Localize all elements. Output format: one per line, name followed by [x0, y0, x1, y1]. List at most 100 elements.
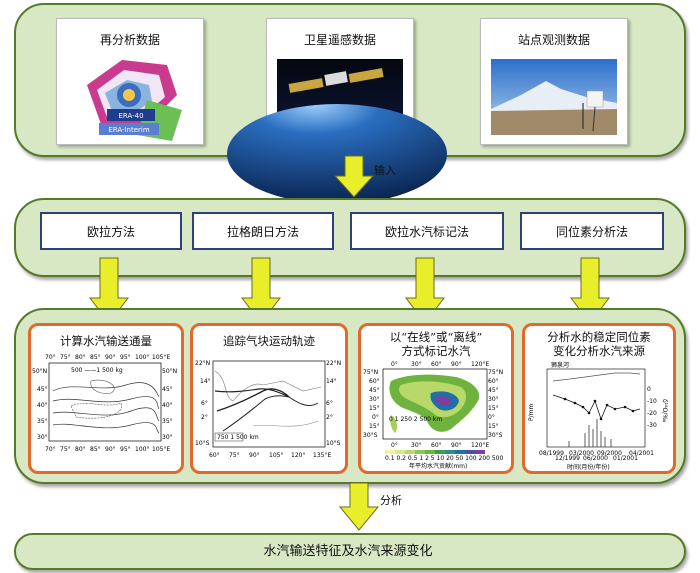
method-isotope[interactable]: 同位素分析法: [520, 212, 664, 250]
method-euler-tagging[interactable]: 欧拉水汽标记法: [350, 212, 504, 250]
reanalysis-logo: ERA-40 ERA-Interim: [87, 60, 182, 141]
svg-text:δ¹⁸O/‰: δ¹⁸O/‰: [661, 399, 668, 422]
svg-text:03/2000: 03/2000: [569, 450, 594, 457]
svg-text:30°: 30°: [369, 396, 380, 403]
svg-text:120°: 120°: [291, 452, 305, 459]
svg-text:105°: 105°: [269, 452, 283, 459]
svg-text:08/1999: 08/1999: [539, 450, 564, 457]
svg-text:30°: 30°: [411, 361, 422, 368]
isotope-chart: 狮泉河 P/mm δ¹⁸O/‰ 0 -10 -20 -30 08/1999 12…: [528, 361, 668, 471]
result-tagging-title-2: 方式标记水汽: [401, 344, 471, 358]
result-flux-title: 计算水汽输送通量: [60, 334, 152, 348]
svg-text:85°: 85°: [90, 446, 101, 453]
svg-text:120°E: 120°E: [471, 442, 489, 449]
svg-text:60°: 60°: [431, 442, 442, 449]
trajectory-map: 22°N 14° 6° 2° 10°S 22°N 14° 6° 2° 10°S …: [195, 360, 341, 459]
svg-text:14°: 14°: [326, 378, 337, 385]
input-label: 输入: [374, 164, 396, 177]
svg-text:0.1 0.2 0.5 1 2 5 10 20 50 100: 0.1 0.2 0.5 1 2 5 10 20 50 100 200 500: [385, 455, 504, 462]
result-tagging[interactable]: 以“在线”或“离线” 方式标记水汽 0° 30° 60° 90° 120°E 7…: [358, 323, 514, 474]
result-flux[interactable]: 计算水汽输送通量 70° 75° 80° 85° 90° 95° 100° 10…: [28, 323, 184, 474]
svg-text:100°: 100°: [135, 354, 149, 361]
reanalysis-title: 再分析数据: [99, 33, 160, 47]
svg-text:40°: 40°: [37, 402, 48, 409]
svg-text:06/2000: 06/2000: [583, 455, 608, 462]
svg-text:90°: 90°: [105, 354, 116, 361]
result-isotope-title-1: 分析水的稳定同位素: [547, 330, 651, 344]
svg-text:40°: 40°: [162, 402, 173, 409]
svg-text:80°: 80°: [75, 446, 86, 453]
svg-text:22°N: 22°N: [326, 360, 341, 367]
svg-text:0°: 0°: [391, 442, 398, 449]
svg-text:30°: 30°: [162, 434, 173, 441]
svg-text:75°: 75°: [60, 446, 71, 453]
svg-text:50°N: 50°N: [162, 368, 177, 375]
satellite-image: [227, 59, 447, 204]
svg-text:75°: 75°: [60, 354, 71, 361]
svg-text:105°E: 105°E: [152, 354, 170, 361]
result-isotope-title-2: 变化分析水汽来源: [553, 344, 645, 358]
svg-text:2°: 2°: [201, 414, 208, 421]
svg-text:60°: 60°: [431, 361, 442, 368]
reanalysis-card[interactable]: 再分析数据 ERA-40 ERA-Interim: [56, 18, 204, 145]
svg-text:60°: 60°: [488, 378, 499, 385]
svg-text:90°: 90°: [249, 452, 260, 459]
svg-text:100°: 100°: [135, 446, 149, 453]
result-trajectory[interactable]: 追踪气块运动轨迹 22°N 14° 6° 2° 10°S 22°N 14° 6°…: [190, 323, 348, 474]
analysis-arrow: [338, 482, 380, 531]
tagging-map: 0° 30° 60° 90° 120°E 75°N 60° 45° 30° 15…: [363, 361, 504, 470]
svg-text:0°: 0°: [391, 361, 398, 368]
svg-text:14°: 14°: [200, 378, 211, 385]
era40-badge: ERA-40: [118, 112, 143, 120]
svg-text:75°N: 75°N: [363, 369, 378, 376]
svg-text:年平均水汽贡献(mm): 年平均水汽贡献(mm): [409, 462, 467, 470]
station-title: 站点观测数据: [517, 33, 590, 47]
svg-text:09/2000: 09/2000: [597, 450, 622, 457]
svg-text:90°: 90°: [451, 442, 462, 449]
svg-text:90°: 90°: [451, 361, 462, 368]
svg-text:10°S: 10°S: [326, 440, 341, 447]
svg-text:80°: 80°: [75, 354, 86, 361]
svg-text:95°: 95°: [120, 446, 131, 453]
svg-text:0°: 0°: [488, 414, 495, 421]
svg-text:15°: 15°: [488, 405, 499, 412]
svg-text:狮泉河: 狮泉河: [551, 361, 569, 369]
satellite-card[interactable]: 卫星遥感数据: [227, 18, 447, 204]
svg-text:120°E: 120°E: [471, 361, 489, 368]
svg-text:35°: 35°: [162, 418, 173, 425]
svg-text:45°: 45°: [369, 387, 380, 394]
svg-text:30°S: 30°S: [488, 432, 503, 439]
method-euler[interactable]: 欧拉方法: [40, 212, 182, 250]
svg-text:0 1 250 2 500 km: 0 1 250 2 500 km: [389, 416, 442, 423]
svg-text:04/2001: 04/2001: [629, 450, 654, 457]
svg-text:95°: 95°: [120, 354, 131, 361]
svg-text:45°: 45°: [37, 386, 48, 393]
svg-text:2°: 2°: [326, 414, 333, 421]
svg-text:50°N: 50°N: [32, 368, 47, 375]
station-image: [491, 59, 617, 135]
svg-text:45°: 45°: [488, 387, 499, 394]
svg-text:6°: 6°: [201, 400, 208, 407]
svg-text:60°: 60°: [209, 452, 220, 459]
svg-text:70°: 70°: [45, 354, 56, 361]
svg-text:时间(月份/年份): 时间(月份/年份): [567, 463, 610, 471]
svg-text:10°S: 10°S: [195, 440, 210, 447]
svg-text:01/2001: 01/2001: [613, 455, 638, 462]
station-card[interactable]: 站点观测数据: [480, 18, 628, 145]
svg-text:22°N: 22°N: [195, 360, 210, 367]
svg-text:-20: -20: [647, 410, 657, 417]
svg-text:60°: 60°: [369, 378, 380, 385]
svg-text:P/mm: P/mm: [528, 404, 535, 421]
analysis-label: 分析: [380, 494, 402, 507]
svg-text:45°: 45°: [162, 386, 173, 393]
svg-text:30°: 30°: [37, 434, 48, 441]
method-lagrange[interactable]: 拉格朗日方法: [192, 212, 334, 250]
conclusion-band: [14, 533, 686, 570]
result-isotope[interactable]: 分析水的稳定同位素 变化分析水汽来源 狮泉河 P/mm δ¹⁸O/‰ 0 -10…: [522, 323, 676, 474]
svg-text:6°: 6°: [326, 400, 333, 407]
svg-text:-30: -30: [647, 422, 657, 429]
svg-text:15°: 15°: [369, 423, 380, 430]
era-interim-badge: ERA-Interim: [108, 126, 150, 134]
svg-text:70°: 70°: [45, 446, 56, 453]
svg-text:30°S: 30°S: [363, 432, 378, 439]
